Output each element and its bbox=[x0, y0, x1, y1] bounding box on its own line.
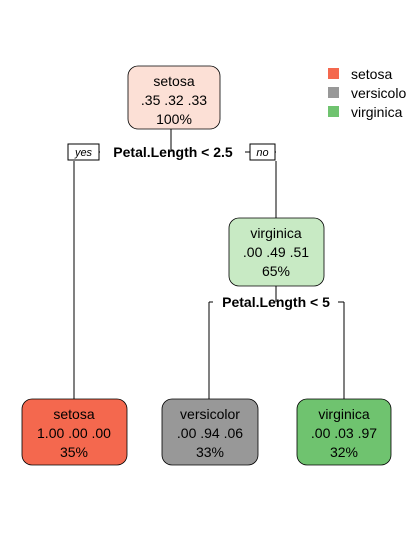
legend: setosa versicolo virginica bbox=[328, 66, 406, 120]
node-2-box bbox=[228, 217, 325, 287]
node-2: virginica .00 .49 .51 65% bbox=[228, 217, 325, 287]
leaf-virginica: virginica .00 .03 .97 32% bbox=[296, 398, 392, 466]
leaf-setosa-box bbox=[21, 398, 128, 466]
leaf-setosa-percent: 35% bbox=[60, 444, 88, 460]
node-2-probs: .00 .49 .51 bbox=[243, 244, 309, 260]
leaf-virginica-class: virginica bbox=[318, 406, 370, 422]
legend-label-setosa: setosa bbox=[351, 66, 392, 82]
node-root-box bbox=[127, 65, 221, 130]
node-root-probs: .35 .32 .33 bbox=[141, 92, 207, 108]
legend-swatch-setosa bbox=[328, 68, 339, 79]
leaf-versicolor-probs: .00 .94 .06 bbox=[177, 425, 243, 441]
leaf-virginica-percent: 32% bbox=[330, 444, 358, 460]
node-2-class: virginica bbox=[250, 225, 302, 241]
split-label-root: Petal.Length < 2.5 bbox=[113, 144, 233, 160]
legend-swatch-versicolo bbox=[328, 87, 339, 98]
node-root-percent: 100% bbox=[156, 111, 192, 127]
leaf-versicolor-box bbox=[161, 398, 259, 466]
legend-label-versicolo: versicolo bbox=[351, 85, 406, 101]
leaf-virginica-probs: .00 .03 .97 bbox=[311, 425, 377, 441]
yes-tag: yes bbox=[67, 143, 100, 161]
yes-tag-label: yes bbox=[74, 147, 93, 159]
legend-label-virginica: virginica bbox=[351, 104, 403, 120]
leaf-setosa: setosa 1.00 .00 .00 35% bbox=[21, 398, 128, 466]
leaf-setosa-probs: 1.00 .00 .00 bbox=[37, 425, 111, 441]
no-tag: no bbox=[249, 143, 276, 161]
node-root: setosa .35 .32 .33 100% bbox=[127, 65, 221, 130]
leaf-versicolor-class: versicolor bbox=[180, 406, 240, 422]
leaf-versicolor: versicolor .00 .94 .06 33% bbox=[161, 398, 259, 466]
leaf-setosa-class: setosa bbox=[53, 406, 94, 422]
split-label-node2: Petal.Length < 5 bbox=[222, 294, 330, 310]
leaf-virginica-box bbox=[296, 398, 392, 466]
node-root-class: setosa bbox=[153, 73, 194, 89]
no-tag-label: no bbox=[256, 147, 268, 159]
leaf-versicolor-percent: 33% bbox=[196, 444, 224, 460]
node-2-percent: 65% bbox=[262, 263, 290, 279]
legend-swatch-virginica bbox=[328, 106, 339, 117]
